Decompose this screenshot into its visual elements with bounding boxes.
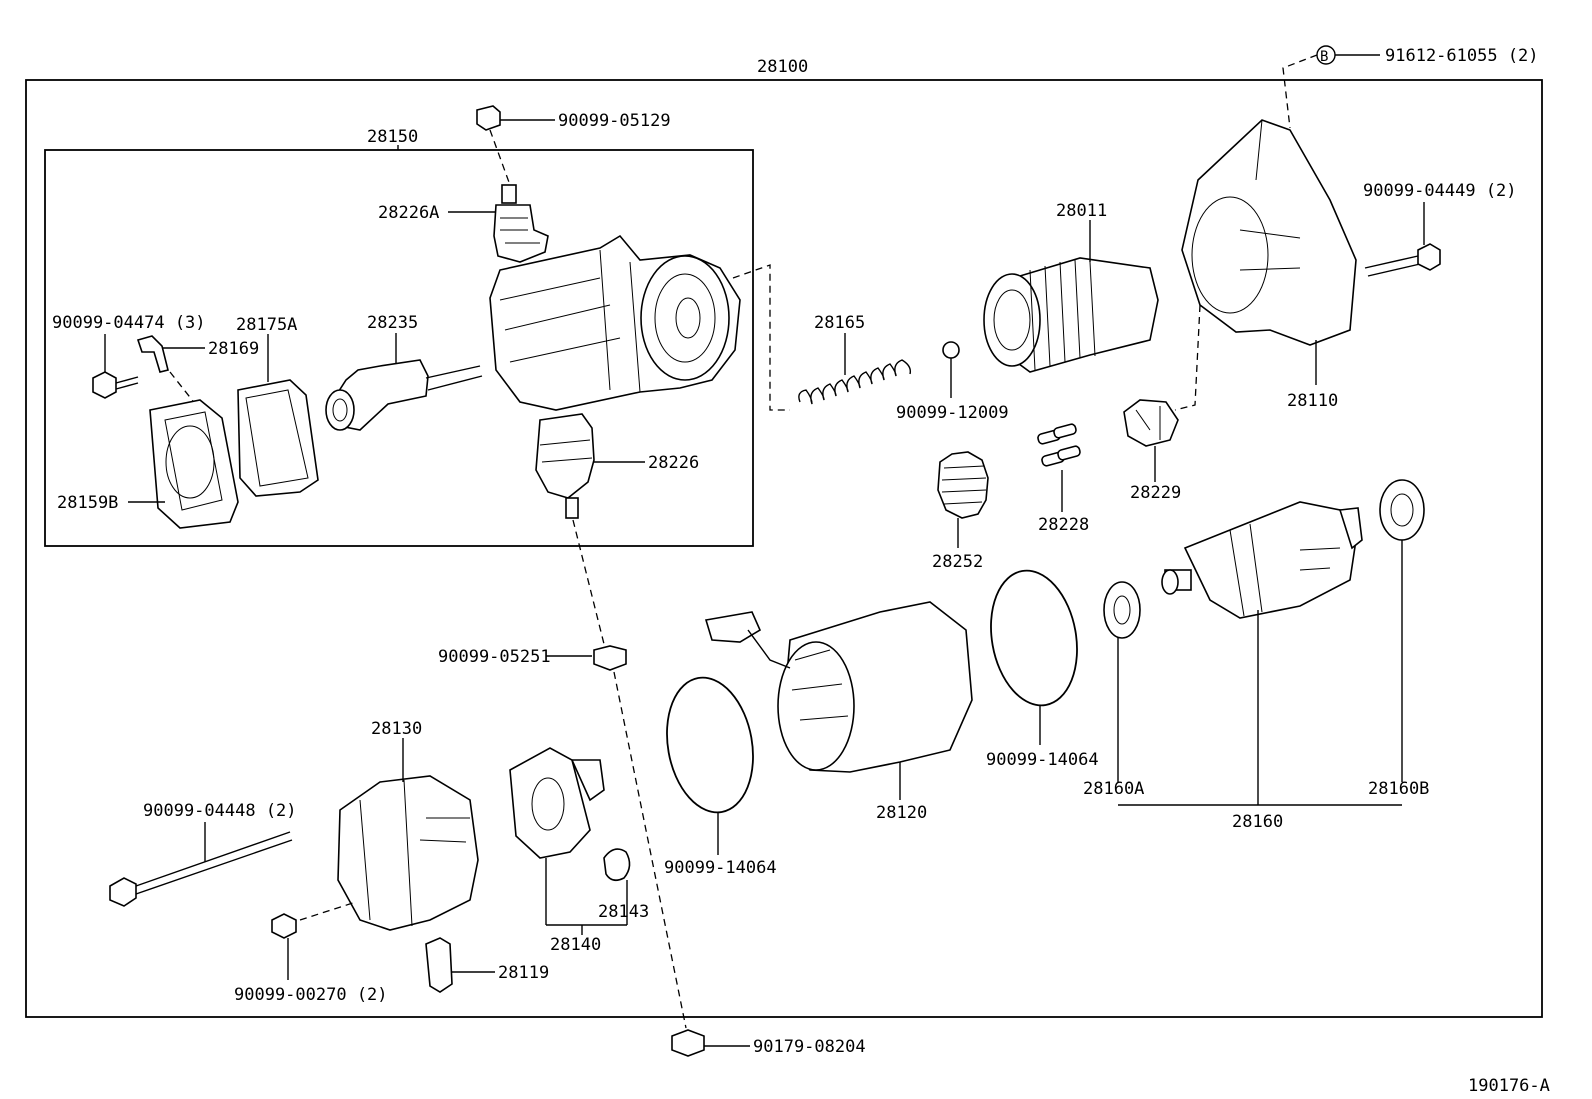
retainer-28229: 28229: [1123, 399, 1181, 503]
o-ring-90099-14064-right: 90099-14064: [986, 569, 1099, 770]
armature-28160: 28160: [1118, 501, 1402, 832]
label-28110: 28110: [1287, 391, 1338, 411]
label-91612-61055: 91612-61055 (2): [1385, 46, 1539, 66]
label-28150: 28150: [367, 127, 418, 147]
label-28160B: 28160B: [1368, 779, 1429, 799]
housing-28110: 28110: [1174, 119, 1357, 411]
bolt-90099-04474: 90099-04474 (3): [52, 313, 206, 399]
nut-90099-05251: 90099-05251: [438, 645, 687, 1029]
label-90099-04448: 90099-04448 (2): [143, 801, 297, 821]
gasket-28175A: 28175A: [236, 315, 319, 497]
label-90099-05129: 90099-05129: [558, 111, 671, 131]
label-28159B: 28159B: [57, 493, 118, 513]
screw-90099-00270: 90099-00270 (2): [234, 913, 388, 1005]
label-28165: 28165: [814, 313, 865, 333]
assembly-28150-frame: [44, 149, 754, 547]
label-28011: 28011: [1056, 201, 1107, 221]
bearing-28160B: 28160B: [1368, 479, 1429, 799]
yoke-28120: 28120: [704, 601, 973, 823]
end-frame-28130: 28130: [299, 719, 479, 931]
label-28119: 28119: [498, 963, 549, 983]
label-28229: 28229: [1130, 483, 1181, 503]
terminal-28226A: 28226A: [378, 184, 549, 263]
label-28252: 28252: [932, 552, 983, 572]
bolt-90099-04448: 90099-04448 (2): [109, 801, 297, 907]
rollers-28228: 28228: [1037, 423, 1089, 535]
label-28120: 28120: [876, 803, 927, 823]
clutch-28011: 28011: [983, 201, 1159, 373]
label-28228: 28228: [1038, 515, 1089, 535]
label-28226A: 28226A: [378, 203, 439, 223]
solenoid-housing: [489, 234, 790, 411]
spring-28143: 28143: [598, 848, 649, 925]
spring-28165: 28165: [798, 313, 912, 405]
label-28235: 28235: [367, 313, 418, 333]
label-28175A: 28175A: [236, 315, 297, 335]
label-90099-04449: 90099-04449 (2): [1363, 181, 1517, 201]
label-90099-00270: 90099-00270 (2): [234, 985, 388, 1005]
o-ring-90099-14064-left: 90099-14064: [664, 676, 777, 878]
nut-90179-08204: 90179-08204: [671, 1029, 866, 1057]
label-90099-14064-right: 90099-14064: [986, 750, 1099, 770]
clip-28169: 28169: [136, 335, 259, 411]
label-28100: 28100: [757, 57, 808, 77]
label-28140: 28140: [550, 935, 601, 955]
nut-90099-05129: 90099-05129: [476, 105, 671, 186]
label-28130: 28130: [371, 719, 422, 739]
label-90099-14064-left: 90099-14064: [664, 858, 777, 878]
label-28226: 28226: [648, 453, 699, 473]
ball-90099-12009: 90099-12009: [896, 341, 1009, 423]
terminal-28226: 28226: [535, 413, 699, 649]
bolt-90099-04449: 90099-04449 (2): [1363, 181, 1517, 277]
diagram-code: 190176-A: [1468, 1076, 1550, 1096]
brush-holder-28140: 28140: [509, 747, 627, 955]
gear-28252: 28252: [932, 451, 989, 572]
label-90179-08204: 90179-08204: [753, 1037, 866, 1057]
label-28169: 28169: [208, 339, 259, 359]
svg-text:B: B: [1320, 49, 1328, 65]
callout-b: B 91612-61055 (2): [1282, 45, 1539, 129]
label-28160A: 28160A: [1083, 779, 1144, 799]
label-90099-12009: 90099-12009: [896, 403, 1009, 423]
label-28160: 28160: [1232, 812, 1283, 832]
cover-28159B: 28159B: [57, 399, 239, 529]
cap-28119: 28119: [425, 937, 549, 993]
label-90099-04474: 90099-04474 (3): [52, 313, 206, 333]
assembly-28100-frame: [25, 79, 1543, 1018]
plunger-28235: 28235: [325, 313, 483, 431]
bearing-28160A: 28160A: [1083, 581, 1144, 799]
label-28143: 28143: [598, 902, 649, 922]
label-90099-05251: 90099-05251: [438, 647, 551, 667]
